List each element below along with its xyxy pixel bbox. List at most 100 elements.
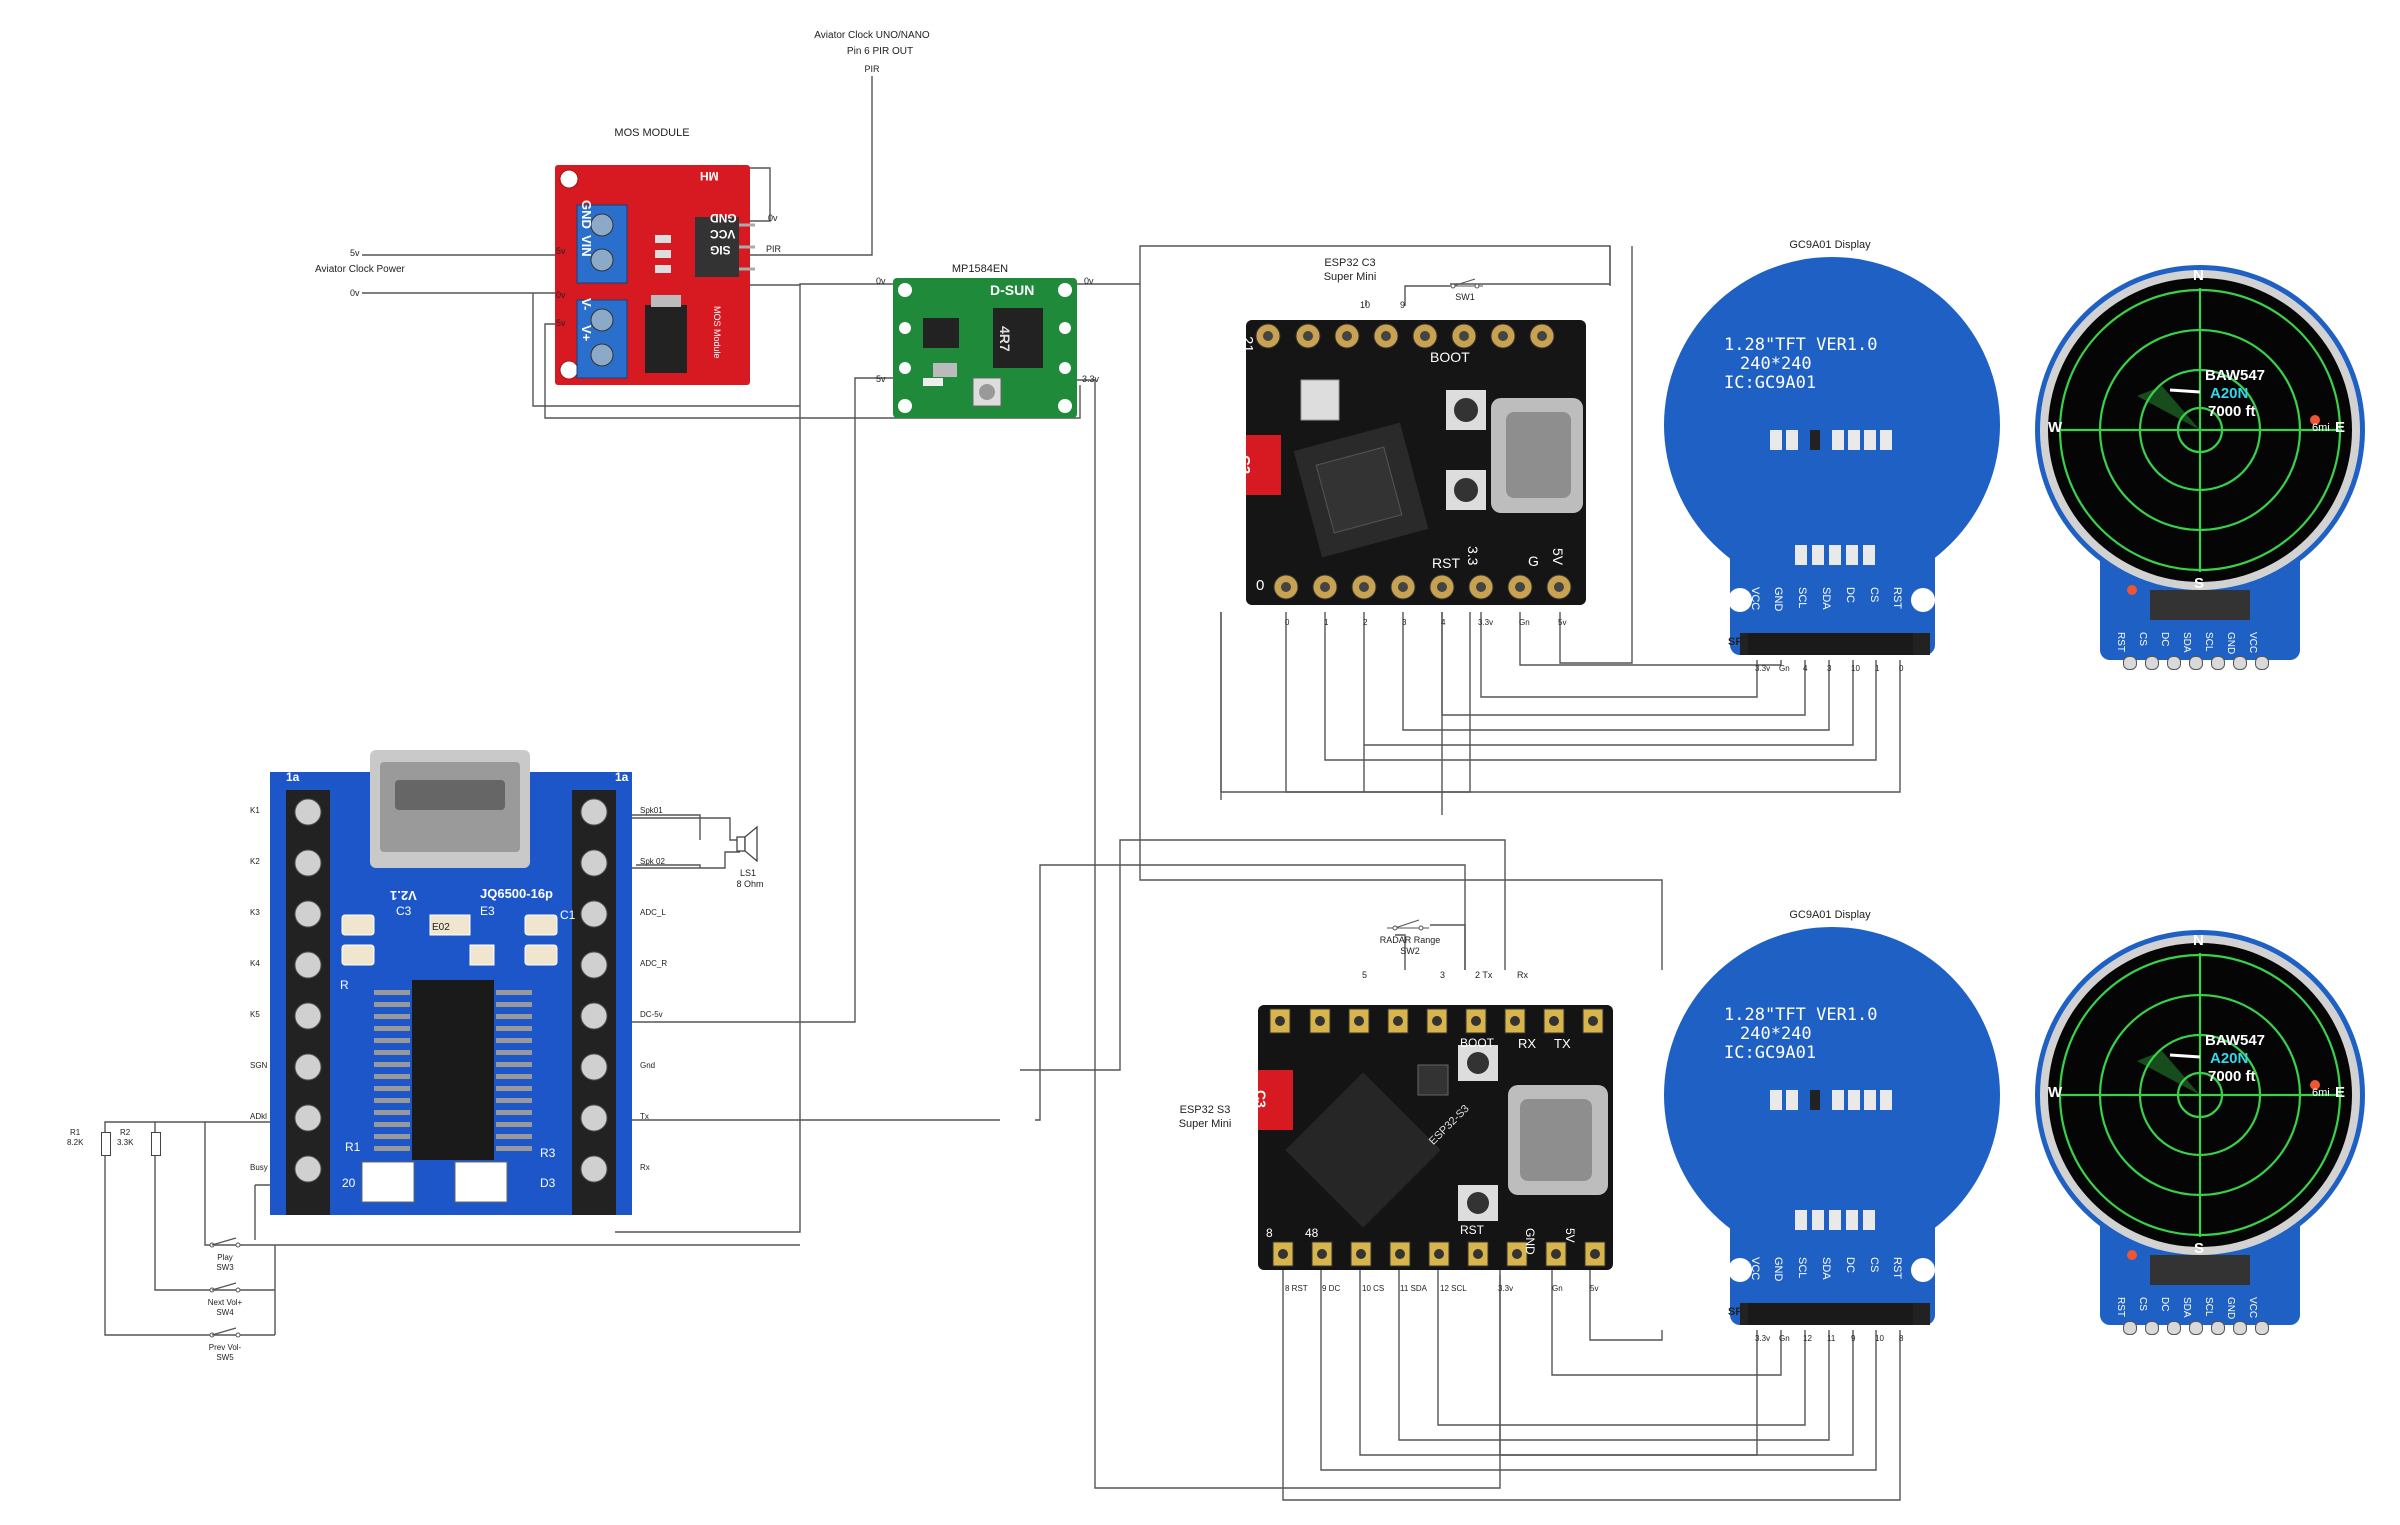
jq-left-pin-2: K3	[250, 908, 260, 917]
jq-pin-pad	[580, 1053, 608, 1081]
resistor-name-1: R2	[120, 1128, 131, 1137]
display-top-header-3: SDA	[1820, 587, 1832, 610]
display-bottom-pin-2: 12	[1803, 1334, 1812, 1343]
s3-silk-boot: BOOT	[1460, 1036, 1495, 1050]
radar-top-header-0: RST	[2115, 632, 2126, 652]
s3-bottom-pin-3: 11 SDA	[1400, 1284, 1427, 1293]
jq-silk-r3: R3	[540, 1146, 556, 1160]
c3-bottom-pin-3: 3	[1402, 618, 1407, 627]
s3-silk-rst: RST	[1460, 1223, 1484, 1237]
display-top-spi: SPI	[1728, 636, 1746, 648]
radar-top-header-5: GND	[2225, 632, 2236, 655]
mos-silk-mh-label: MH	[700, 169, 719, 183]
c3-bottom-pin-4: 4	[1441, 618, 1446, 627]
s3-bottom-pin-2: 10 CS	[1362, 1284, 1385, 1293]
display-top-header-0: VCC	[1749, 587, 1761, 611]
power-5v-label: 5v	[350, 248, 360, 258]
jq-pin-pad	[294, 900, 322, 928]
radar-top-north: N	[2193, 267, 2204, 284]
jq-pin-pad	[580, 1104, 608, 1132]
radar-top-header-2: DC	[2159, 632, 2170, 647]
c3-bottom-pin-6: Gn	[1519, 618, 1530, 627]
switch-sw4[interactable]	[205, 1280, 245, 1294]
mp1584-title: MP1584EN	[951, 263, 1009, 275]
radar-bottom-code: A20N	[2210, 1050, 2249, 1067]
s3-silk-rx: RX	[1518, 1036, 1537, 1051]
display-top-pin-6: 0	[1899, 664, 1904, 673]
c3-silk-5v: 5V	[1550, 548, 1566, 566]
display-top-silk-2: IC:GC9A01	[1724, 373, 1817, 393]
switch-name-1: Next Vol+	[207, 1298, 243, 1307]
display-bottom-pin-4: 9	[1851, 1334, 1856, 1343]
display-bottom-header-1: GND	[1772, 1257, 1784, 1282]
radar-bottom-south: S	[2194, 1240, 2205, 1257]
radar-bottom-header-2: DC	[2159, 1297, 2170, 1312]
c3-silk-rst: RST	[1432, 555, 1460, 571]
jq-silk-e02: E02	[432, 922, 450, 933]
display-top-pin-5: 1	[1875, 664, 1880, 673]
mos-pin-pir: PIR	[766, 244, 782, 254]
mp1584-board	[893, 278, 1077, 418]
radar-top-callsign: BAW547	[2205, 367, 2266, 384]
radar-top-header-6: VCC	[2247, 632, 2258, 654]
display-bottom-pin-6: 8	[1899, 1334, 1904, 1343]
radar-bottom-header-1: CS	[2137, 1297, 2148, 1311]
jq-silk-r: R	[340, 978, 349, 992]
switch-sw3[interactable]	[205, 1235, 245, 1249]
jq-silk-r1: R1	[345, 1140, 361, 1154]
radar-bottom-pad	[2233, 1321, 2247, 1335]
c3-silk-g: G	[1528, 553, 1539, 569]
s3-top-pin-3: 3	[1440, 970, 1446, 980]
radar-range-switch[interactable]	[1385, 918, 1431, 934]
switch-sw5[interactable]	[205, 1325, 245, 1339]
jq-pin-pad	[580, 900, 608, 928]
display-bottom-pin-header	[1748, 1303, 1913, 1325]
display-top-board	[1664, 257, 2000, 655]
esp32c3-board	[1246, 320, 1586, 605]
switch-name-0: Play	[217, 1253, 233, 1262]
display-bottom-header-0: VCC	[1749, 1257, 1761, 1281]
display-top-header-1: GND	[1772, 587, 1784, 612]
display-bottom-spi: SPI	[1728, 1306, 1746, 1318]
c3-top-pin-10: 10	[1360, 300, 1371, 310]
radar-bottom-header-5: GND	[2225, 1297, 2236, 1320]
s3-bottom-pin-1: 9 DC	[1322, 1284, 1341, 1293]
c3-bottom-pin-0: 0	[1285, 618, 1290, 627]
radar-bottom-screen	[2035, 930, 2365, 1325]
display-bottom-header-2: SCL	[1796, 1257, 1808, 1279]
sw1-switch[interactable]	[1445, 276, 1485, 292]
s3-silk-48: 48	[1305, 1226, 1319, 1240]
display-top-silk-1: 240*240	[1740, 354, 1812, 374]
jq-right-pin-1: Spk 02	[640, 857, 665, 866]
display-bottom-title: GC9A01 Display	[1789, 909, 1871, 921]
radar-top-pad	[2167, 656, 2181, 670]
jq-silk-e3: E3	[480, 904, 495, 918]
mp1584-pin-5v: 5v	[876, 374, 886, 384]
jq-silk-v21: V2.1	[390, 888, 417, 903]
jq-left-pin-0: K1	[250, 806, 260, 815]
c3-top-pin-9: 9	[1400, 300, 1406, 310]
radar-top-header-3: SDA	[2181, 632, 2192, 653]
radar-top-code: A20N	[2210, 385, 2249, 402]
jq-right-pin-5: Gnd	[640, 1061, 656, 1070]
mos-pin-5v-b: 5v	[556, 318, 566, 328]
radar-top-south: S	[2194, 575, 2205, 592]
display-bottom-header-5: CS	[1868, 1257, 1880, 1273]
jq-pin-pad	[294, 1155, 322, 1183]
mos-silk-sig: SIG	[710, 243, 731, 257]
display-bottom-header-4: DC	[1844, 1257, 1856, 1273]
radar-top-header-1: CS	[2137, 632, 2148, 646]
c3-silk-33: 3.3	[1465, 546, 1481, 566]
mos-silk-vin: VIN	[579, 235, 594, 257]
radar-bottom-header-0: RST	[2115, 1297, 2126, 1317]
s3-bottom-pin-4: 12 SCL	[1440, 1284, 1467, 1293]
jq-pin-pad	[580, 1002, 608, 1030]
s3-top-pin-5: 5	[1362, 970, 1368, 980]
display-bottom-header-6: RST	[1891, 1257, 1903, 1279]
radar-top-pad	[2211, 656, 2225, 670]
radar-top-pad	[2189, 656, 2203, 670]
radar-bottom-altitude: 7000 ft	[2208, 1068, 2256, 1085]
radar-bottom-west: W	[2048, 1084, 2063, 1101]
sw1-label: SW1	[1455, 292, 1475, 302]
